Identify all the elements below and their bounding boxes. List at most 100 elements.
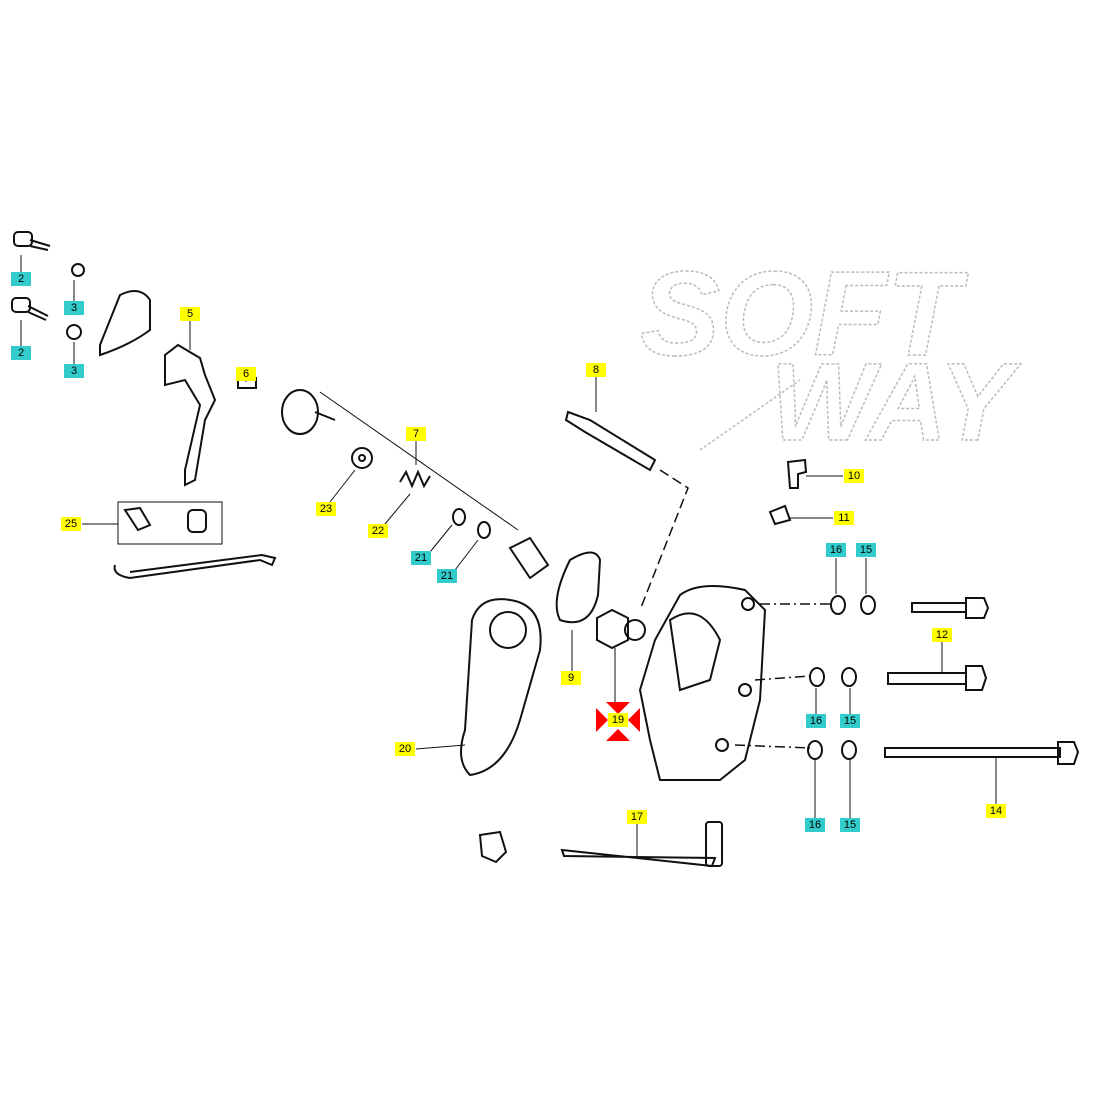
drawing-stroke [123,506,152,532]
drawing-stroke [887,672,967,685]
drawing-stroke [454,539,479,571]
callout-19-highlighted[interactable]: 19 [608,713,628,727]
drawing-stroke [754,675,811,681]
drawing-stroke [628,708,640,732]
drawing-stroke [596,708,608,732]
drawing-stroke [1057,741,1080,765]
drawing-stroke [606,702,630,714]
callout-7[interactable]: 7 [406,427,426,441]
callout-16[interactable]: 16 [826,543,846,557]
drawing-stroke [715,738,729,752]
bolt-14 [884,741,1080,765]
drawing-stroke [668,612,722,692]
watermark-soft: SOFT [640,247,969,381]
shaft-8 [564,410,657,472]
drawing-stroke [624,619,646,641]
spring-22 [399,469,431,489]
watermark-logo: SOFT WAY [639,246,1022,465]
callout-21[interactable]: 21 [411,551,431,565]
lever-5 [164,343,217,487]
bolt-12 [887,665,988,691]
callout-2[interactable]: 2 [11,272,31,286]
drawing-stroke [11,297,31,313]
drawing-stroke [314,411,336,421]
rod [113,553,277,580]
drawing-stroke [13,231,33,247]
knob [281,389,319,435]
washer-16c [807,740,823,760]
drawing-stroke [329,469,356,503]
callout-15[interactable]: 15 [840,818,860,832]
callout-2[interactable]: 2 [11,346,31,360]
gasket-9 [555,551,602,624]
drawing-stroke [911,602,967,613]
callout-9[interactable]: 9 [561,671,581,685]
drawing-stroke [187,509,207,533]
callout-20[interactable]: 20 [395,742,415,756]
screw-2-bottom [11,297,49,321]
drawing-stroke [738,683,752,697]
callout-16[interactable]: 16 [805,818,825,832]
callout-23[interactable]: 23 [316,502,336,516]
leader-7 [319,391,519,531]
screw-10 [786,458,808,489]
callout-11[interactable]: 11 [834,511,854,525]
drawing-stroke [741,597,755,611]
drawing-stroke [734,744,811,749]
tube-17 [560,848,717,868]
drawing-stroke [705,821,723,867]
callout-5[interactable]: 5 [180,307,200,321]
drawing-stroke [358,454,366,462]
callout-10[interactable]: 10 [844,469,864,483]
pump-housing [638,585,767,781]
nut [478,830,508,864]
clip-11 [768,504,792,526]
washer-3-bottom [66,324,82,340]
callout-15[interactable]: 15 [840,714,860,728]
watermark-swoosh [699,379,801,451]
drawing-stroke [29,245,49,251]
bolt-short [911,597,990,619]
watermark-way: WAY [770,341,1021,464]
washer-3-top [71,263,85,277]
drawing-stroke [965,597,990,619]
drawing-stroke [489,611,527,649]
drawing-stroke [639,469,689,611]
drawing-stroke [415,744,466,750]
washer-15c [841,740,857,760]
drawing-stroke [384,493,411,525]
callout-15[interactable]: 15 [856,543,876,557]
callout-17[interactable]: 17 [627,810,647,824]
callout-25[interactable]: 25 [61,517,81,531]
screw-2-top [13,231,51,251]
fitting-19 [596,608,629,650]
oring-21b [477,521,491,539]
drawing-stroke [27,311,47,321]
washer-15a [860,595,876,615]
callout-16[interactable]: 16 [806,714,826,728]
kit-25-box [117,501,223,545]
oring-21a [452,508,466,526]
drawing-stroke [29,239,51,247]
cover-plate [99,290,151,357]
callout-6[interactable]: 6 [236,367,256,381]
callout-8[interactable]: 8 [586,363,606,377]
washer-16a [830,595,846,615]
washer-23 [351,447,373,469]
gasket-20 [460,598,542,777]
callout-14[interactable]: 14 [986,804,1006,818]
drawing-stroke [606,729,630,741]
drawing-stroke [27,305,49,317]
callout-12[interactable]: 12 [932,628,952,642]
washer-16b [809,667,825,687]
callout-3[interactable]: 3 [64,364,84,378]
callout-3[interactable]: 3 [64,301,84,315]
callout-22[interactable]: 22 [368,524,388,538]
drawing-stroke [429,524,453,553]
callout-21[interactable]: 21 [437,569,457,583]
drawing-stroke [814,558,867,818]
drawing-stroke [884,747,1061,758]
washer-15b [841,667,857,687]
